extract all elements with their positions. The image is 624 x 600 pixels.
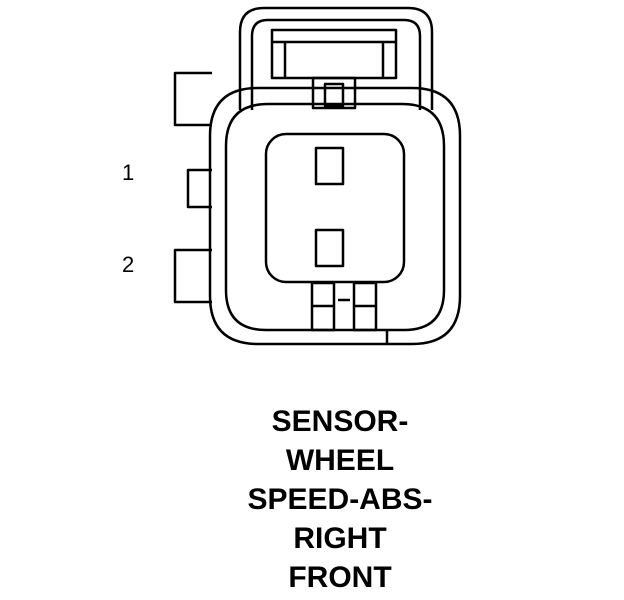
caption-line: FRONT <box>288 561 392 594</box>
pin-1-terminal <box>314 146 345 186</box>
caption-line: SENSOR- <box>271 405 409 438</box>
pin-1-label: 1 <box>122 160 135 185</box>
caption-line: RIGHT <box>293 522 387 555</box>
caption-line: SPEED-ABS- <box>247 483 433 516</box>
connector-body <box>208 86 462 346</box>
connector-bottom-key <box>310 281 378 332</box>
pin-2-terminal <box>314 228 345 268</box>
connector-latch <box>238 6 434 110</box>
pin-2-label: 2 <box>122 252 135 277</box>
caption-line: WHEEL <box>285 444 395 477</box>
terminal-cavity <box>264 132 406 284</box>
connector-side-tabs <box>173 71 212 304</box>
connector-caption: SENSOR- WHEEL SPEED-ABS- RIGHT FRONT <box>190 402 490 597</box>
